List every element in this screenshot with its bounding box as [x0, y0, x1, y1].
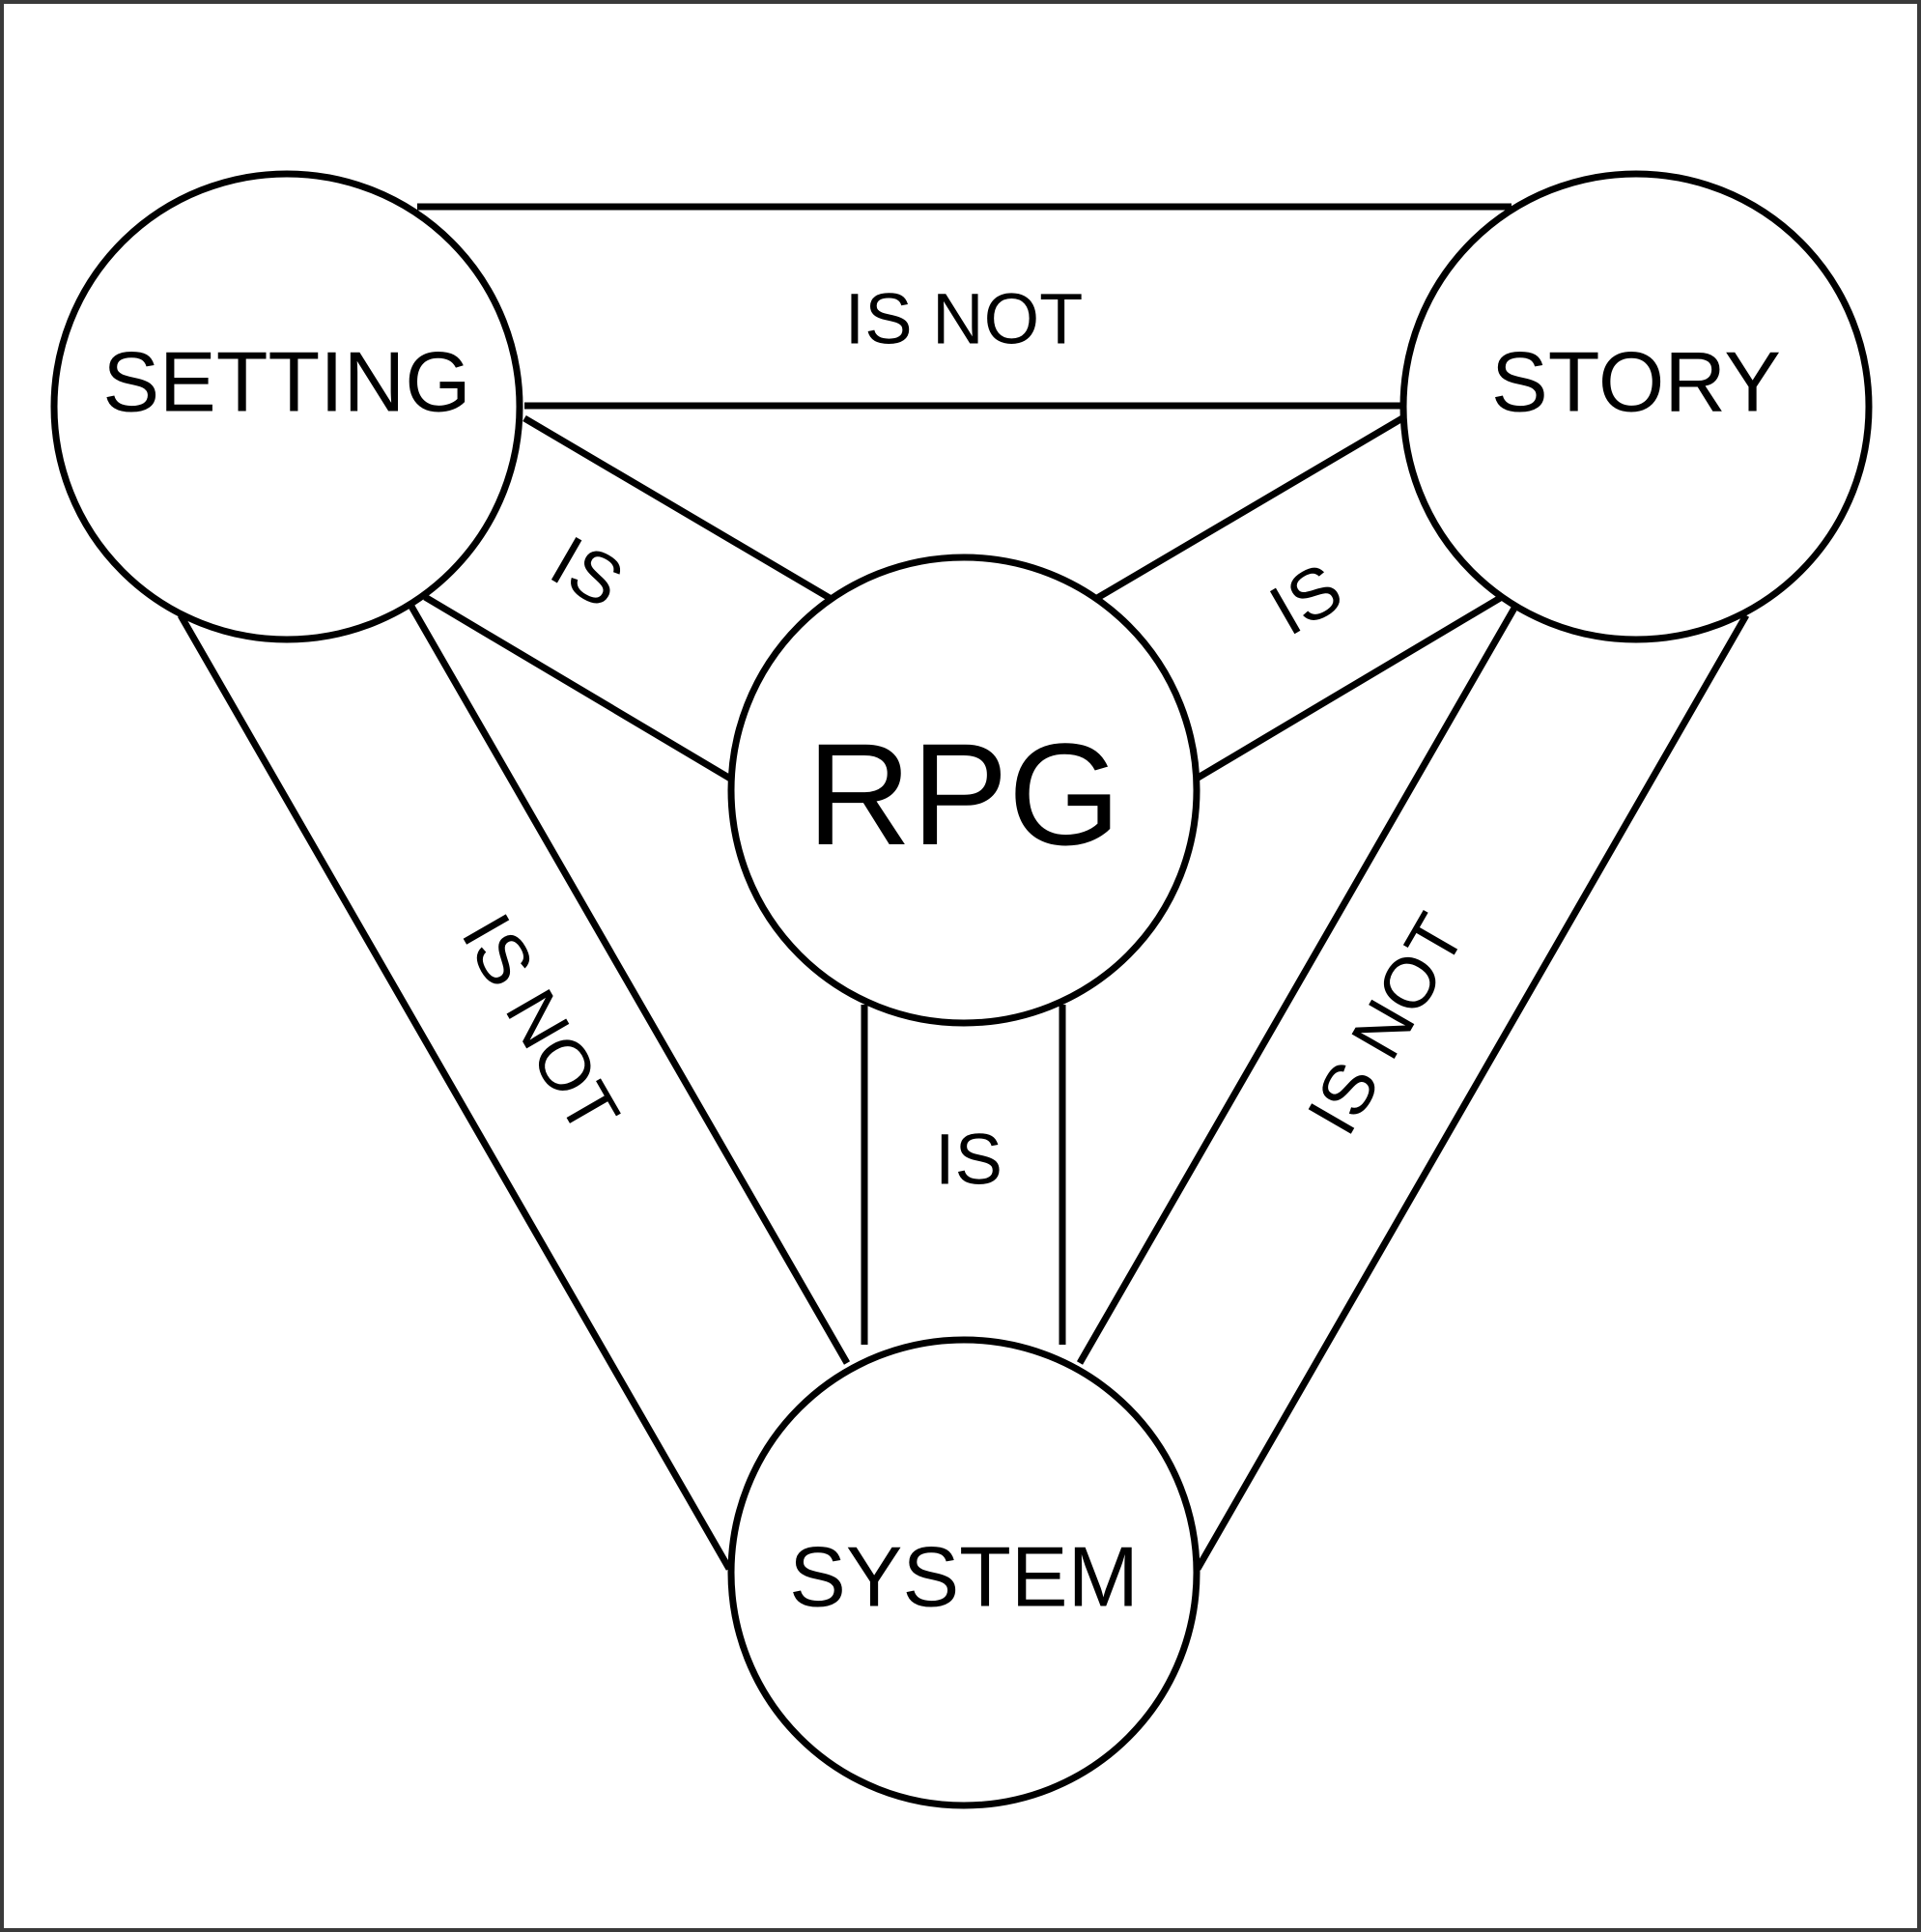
edge-system-rpg: [861, 1005, 1066, 1345]
edge-label-setting-system: IS NOT: [446, 900, 635, 1147]
edge-label-story-system: IS NOT: [1291, 900, 1480, 1147]
edge-story-system-line-b: [1076, 603, 1520, 1365]
node-system-circle: [727, 1336, 1201, 1809]
node-setting-circle: [50, 170, 523, 643]
node-setting: SETTING: [50, 170, 523, 643]
node-story: STORY: [1399, 170, 1873, 643]
edge-setting-rpg: [423, 414, 836, 783]
node-system-label: SYSTEM: [789, 1529, 1139, 1625]
node-system: SYSTEM: [727, 1336, 1201, 1809]
edge-story-rpg-line-a: [1090, 414, 1404, 605]
edge-setting-story: [417, 203, 1511, 410]
node-story-circle: [1399, 170, 1873, 643]
node-story-label: STORY: [1491, 334, 1781, 430]
edge-setting-system-line-b: [407, 603, 851, 1365]
edge-story-system: [1076, 603, 1750, 1571]
node-rpg-label: RPG: [806, 713, 1120, 875]
node-rpg: RPG: [727, 554, 1201, 1027]
edge-story-rpg: [1090, 414, 1504, 783]
edge-story-system-line-a: [1194, 613, 1750, 1571]
edge-setting-rpg-line-b: [423, 593, 734, 783]
edge-story-rpg-line-b: [1193, 593, 1504, 783]
edge-label-setting-story: IS NOT: [845, 279, 1084, 359]
edge-setting-rpg-line-a: [523, 414, 836, 605]
edge-setting-system-line-a: [177, 613, 733, 1571]
node-setting-label: SETTING: [102, 334, 470, 430]
edge-label-story-rpg: IS: [1257, 548, 1355, 651]
edge-setting-system: [177, 603, 851, 1571]
edge-label-system-rpg: IS: [935, 1120, 1003, 1200]
node-rpg-circle: [727, 554, 1201, 1027]
edge-label-setting-rpg: IS: [538, 521, 636, 624]
